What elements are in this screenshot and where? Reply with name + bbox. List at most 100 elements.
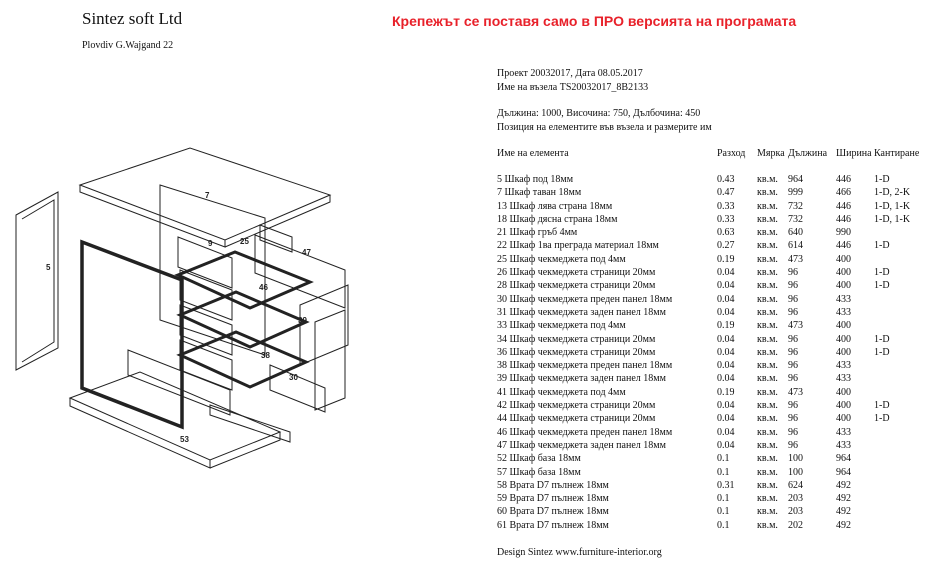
cell-edging: 1-D — [874, 280, 890, 292]
cell-edging: 1-D, 1-K — [874, 213, 911, 225]
cell-part-name: 26 Шкаф чекмеджета страници 20мм — [497, 267, 656, 279]
cell-width: 400 — [836, 333, 851, 345]
cell-part-name: 22 Шкаф 1ва преграда материал 18мм — [497, 240, 659, 252]
cell-part-name: 58 Врата D7 пълнеж 18мм — [497, 479, 609, 491]
cell-width: 492 — [836, 493, 851, 505]
cell-width: 433 — [836, 293, 851, 305]
left-side-panel — [15, 191, 59, 371]
cell-consumption: 0.1 — [717, 466, 730, 478]
cell-unit: кв.м. — [757, 174, 778, 185]
cell-consumption: 0.63 — [717, 227, 735, 239]
cell-consumption: 0.04 — [717, 400, 735, 412]
cell-consumption: 0.19 — [717, 253, 735, 265]
cell-width: 492 — [836, 519, 851, 531]
cell-edging: 1-D — [874, 240, 890, 252]
cell-edging — [874, 372, 934, 385]
company-address: Plovdiv G.Wajgand 22 — [82, 40, 174, 51]
cell-consumption: 0.04 — [717, 373, 735, 385]
pro-version-notice: Крепежът се поставя само в ПРО версията … — [392, 13, 797, 29]
cell-part-name: 21 Шкаф гръб 4мм — [497, 227, 578, 239]
cell-edging — [874, 359, 934, 372]
cell-consumption: 0.33 — [717, 200, 735, 212]
cell-consumption: 0.33 — [717, 213, 735, 225]
cell-edging — [874, 306, 934, 319]
cell-part-name: 42 Шкаф чекмеджета страници 20мм — [497, 400, 656, 412]
cell-edging: 1-D — [874, 267, 890, 279]
cell-part-name: 60 Врата D7 пълнеж 18мм — [497, 506, 609, 518]
dimensions-line: Дължина: 1000, Височина: 750, Дълбочина:… — [497, 108, 701, 119]
cell-consumption: 0.1 — [717, 453, 730, 465]
cell-part-name: 28 Шкаф чекмеджета страници 20мм — [497, 280, 656, 292]
assembly-name: Име на възела TS20032017_8B2133 — [497, 82, 649, 93]
header-name: Име на елемента — [497, 148, 569, 159]
cell-part-name: 47 Шкаф чекмеджета заден панел 18мм — [497, 439, 666, 451]
cell-length: 614 — [788, 240, 803, 252]
cell-unit: кв.м. — [757, 240, 778, 252]
cell-part-name: 41 Шкаф чекмеджета под 4мм — [497, 386, 626, 398]
cell-length: 96 — [788, 333, 798, 345]
cell-edging — [874, 293, 934, 306]
cell-consumption: 0.04 — [717, 267, 735, 279]
header-unit: Мярка — [757, 148, 785, 159]
cell-length: 732 — [788, 200, 803, 212]
cell-unit: кв.м. — [757, 386, 778, 398]
drawer-front-1 — [254, 234, 346, 309]
diagram-label: 9 — [208, 239, 213, 248]
cell-edging — [874, 519, 934, 532]
diagram-label: 7 — [205, 191, 210, 200]
cell-length: 100 — [788, 453, 803, 465]
drawer-front-2 — [299, 284, 349, 366]
cell-width: 964 — [836, 453, 851, 465]
cell-part-name: 39 Шкаф чекмеджета заден панел 18мм — [497, 373, 666, 385]
cell-length: 96 — [788, 280, 798, 292]
cell-edging — [874, 426, 934, 439]
cell-edging — [874, 452, 934, 465]
cell-edging — [874, 226, 934, 239]
cell-edging — [874, 319, 934, 332]
cell-unit: кв.м. — [757, 253, 778, 265]
cell-unit: кв.м. — [757, 187, 778, 199]
cell-unit: кв.м. — [757, 413, 778, 425]
exploded-cabinet-diagram: 7 5 9 47 25 46 39 38 30 53 — [15, 147, 349, 469]
cell-length: 202 — [788, 519, 803, 531]
cell-length: 96 — [788, 373, 798, 385]
cell-part-name: 31 Шкаф чекмеджета заден панел 18мм — [497, 306, 666, 318]
cell-unit: кв.м. — [757, 320, 778, 332]
cell-unit: кв.м. — [757, 506, 778, 518]
company-name: Sintez soft Ltd — [82, 9, 183, 28]
cell-unit: кв.м. — [757, 453, 778, 465]
cell-length: 473 — [788, 386, 803, 398]
cell-unit: кв.м. — [757, 333, 778, 345]
cell-length: 999 — [788, 187, 803, 199]
diagram-label: 39 — [298, 316, 307, 325]
cell-consumption: 0.19 — [717, 386, 735, 398]
cell-width: 400 — [836, 267, 851, 279]
cell-length: 100 — [788, 466, 803, 478]
cell-unit: кв.м. — [757, 280, 778, 292]
cell-edging: 1-D — [874, 333, 890, 345]
cell-consumption: 0.43 — [717, 174, 735, 185]
header-edging: Кантиране — [874, 148, 920, 159]
cell-consumption: 0.04 — [717, 346, 735, 358]
header-length: Дължина — [788, 148, 828, 159]
cell-consumption: 0.47 — [717, 187, 735, 199]
cell-consumption: 0.04 — [717, 293, 735, 305]
cell-edging — [874, 466, 934, 479]
cell-unit: кв.м. — [757, 293, 778, 305]
door-panel — [80, 239, 184, 430]
